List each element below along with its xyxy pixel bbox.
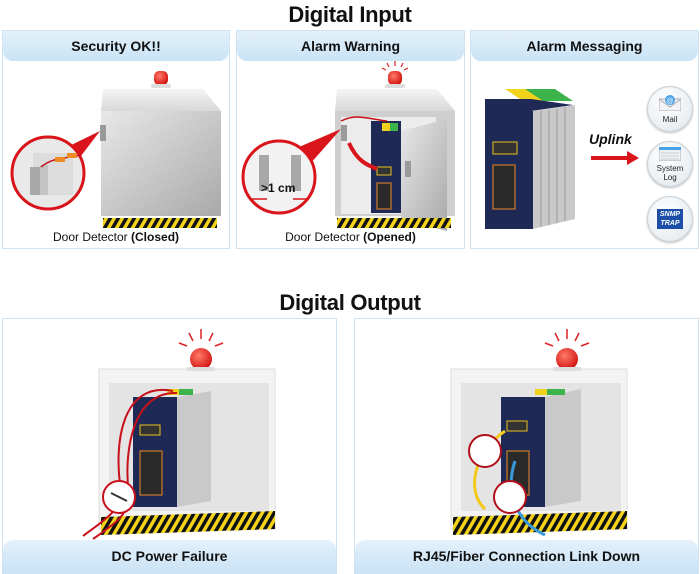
beacon-flash-rays — [381, 61, 409, 71]
fiber-cable — [473, 429, 506, 511]
open-door — [401, 119, 447, 231]
panel-dc-power-failure: DC Power Failure — [2, 318, 337, 574]
panel-alarm-warning: Alarm Warning >1 cm Door Detector (Opene… — [236, 30, 465, 249]
snmp-trap-icon: SNMP TRAP — [657, 209, 683, 229]
uplink-arrow-icon — [591, 151, 639, 165]
uplink-label: Uplink — [589, 131, 632, 147]
alarm-beacon-icon — [154, 71, 168, 85]
panel-footer: RJ45/Fiber Connection Link Down — [355, 540, 698, 573]
opened-cabinet-illustration — [241, 61, 455, 231]
fiber-disconnect-callout — [468, 434, 502, 468]
svg-text:@: @ — [666, 98, 673, 105]
power-cable — [82, 388, 174, 537]
gap-distance-label: >1 cm — [261, 181, 296, 195]
panel-security-ok: Security OK!! Door Detector (Closed) — [2, 30, 230, 249]
door-state: (Closed) — [131, 230, 180, 244]
sensor-gap-callout — [241, 139, 317, 215]
rj45-disconnect-callout — [493, 480, 527, 514]
hazard-stripe — [453, 511, 627, 535]
panel-header: Alarm Warning — [237, 31, 464, 61]
panel-link-down: RJ45/Fiber Connection Link Down — [354, 318, 699, 574]
panel-footer: DC Power Failure — [3, 540, 336, 573]
cabinet-top — [101, 89, 221, 111]
alarm-beacon-icon — [556, 348, 578, 370]
industrial-switch-illustration — [485, 89, 575, 229]
digital-input-title: Digital Input — [288, 2, 412, 27]
panel-header: Security OK!! — [3, 31, 229, 61]
panel-alarm-messaging: Alarm Messaging Uplink @ Mail System Log… — [470, 30, 699, 249]
cabinet-door — [101, 111, 221, 216]
alarm-beacon-icon — [190, 348, 212, 370]
arrow-icon — [347, 142, 378, 171]
system-log-target: System Log — [647, 141, 693, 187]
beacon-flash-rays — [544, 329, 590, 347]
door-sensor — [100, 125, 106, 141]
system-log-icon — [659, 147, 681, 161]
hazard-stripe — [101, 511, 275, 535]
beacon-flash-rays — [178, 329, 224, 347]
dc-power-failure-illustration — [82, 329, 276, 540]
caption-door-closed: Door Detector (Closed) — [52, 230, 180, 244]
door-state: (Opened) — [363, 230, 416, 244]
mail-target: @ Mail — [647, 86, 693, 132]
alarm-beacon-icon — [388, 71, 402, 85]
closed-cabinet-illustration — [10, 71, 221, 228]
caption-door-opened: Door Detector (Opened) — [285, 230, 416, 244]
mail-icon: @ — [659, 95, 681, 111]
panel-header: Alarm Messaging — [471, 31, 698, 61]
snmp-trap-target: SNMP TRAP — [647, 196, 693, 242]
link-down-illustration — [450, 329, 628, 537]
digital-output-title: Digital Output — [279, 290, 421, 315]
hazard-stripe — [103, 218, 217, 228]
